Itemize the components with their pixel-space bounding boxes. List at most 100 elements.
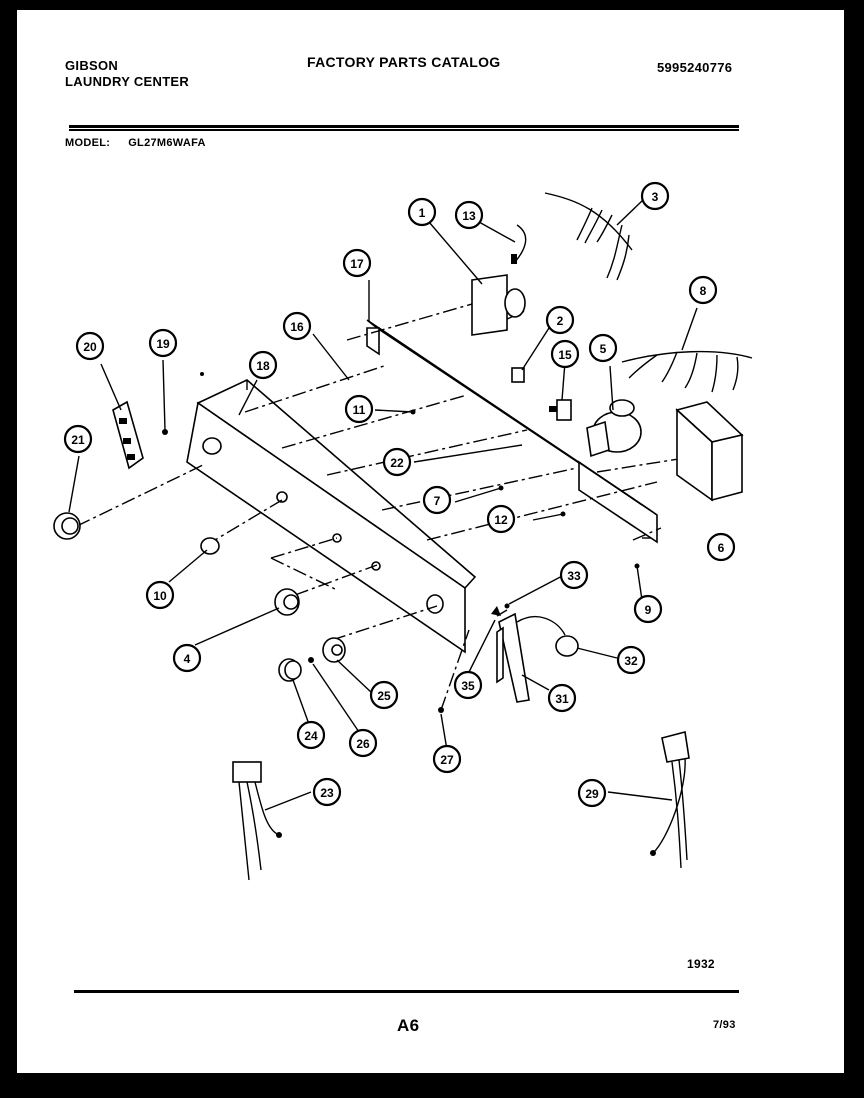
- callout-label: 4: [184, 652, 191, 666]
- callout-label: 3: [652, 190, 659, 204]
- callout-label: 5: [600, 342, 607, 356]
- callout-8: 8: [688, 275, 718, 305]
- callout-label: 33: [567, 569, 581, 583]
- rear-bracket: [366, 319, 658, 544]
- callout-27: 27: [432, 744, 462, 774]
- callout-31: 31: [547, 683, 577, 713]
- callout-5: 5: [588, 333, 618, 363]
- callout-label: 17: [350, 257, 364, 271]
- brand-name: GIBSON: [65, 58, 119, 73]
- revision-date: 7/93: [713, 1019, 736, 1031]
- callout-label: 22: [390, 456, 404, 470]
- diagram-code: 1932: [687, 957, 715, 971]
- product-line: LAUNDRY CENTER: [65, 74, 190, 89]
- model-number: GL27M6WAFA: [128, 137, 206, 149]
- callout-20: 20: [75, 331, 105, 361]
- callout-label: 20: [83, 340, 97, 354]
- callout-2: 2: [545, 305, 575, 335]
- callout-35: 35: [453, 670, 483, 700]
- console-panel: [186, 379, 477, 654]
- callout-26: 26: [348, 728, 378, 758]
- callout-4: 4: [172, 643, 202, 673]
- valve-5: [586, 399, 642, 458]
- callout-label: 24: [304, 729, 318, 743]
- catalog-part-number: 5995240776: [657, 60, 733, 75]
- callout-label: 18: [256, 359, 270, 373]
- switch-15: [549, 399, 572, 421]
- callout-label: 7: [434, 494, 441, 508]
- callout-label: 19: [156, 337, 170, 351]
- catalog-title: FACTORY PARTS CATALOG: [307, 54, 501, 70]
- callout-label: 29: [585, 787, 599, 801]
- callout-21: 21: [63, 424, 93, 454]
- callout-label: 26: [356, 737, 370, 751]
- footer-rule: [74, 990, 739, 993]
- page-label: A6: [397, 1016, 420, 1035]
- screw-top: [200, 372, 204, 376]
- catalog-sheet: GIBSON LAUNDRY CENTER FACTORY PARTS CATA…: [17, 10, 844, 1073]
- knob-10: [200, 537, 220, 555]
- callout-32: 32: [616, 645, 646, 675]
- callout-label: 31: [555, 692, 569, 706]
- exploded-parts-diagram: 1234567891011121315161718192021222324252…: [53, 181, 753, 881]
- callout-label: 13: [462, 209, 476, 223]
- callout-16: 16: [282, 311, 312, 341]
- header-rule: [69, 125, 739, 131]
- callout-label: 23: [320, 786, 334, 800]
- callout-label: 25: [377, 689, 391, 703]
- harness-29: [650, 731, 690, 869]
- callout-22: 22: [382, 447, 412, 477]
- callout-17: 17: [342, 248, 372, 278]
- callout-13: 13: [454, 200, 484, 230]
- callout-group: 1234567891011121315161718192021222324252…: [63, 181, 736, 808]
- knob-24: [278, 658, 302, 682]
- clip-35: [491, 606, 501, 616]
- callout-label: 10: [153, 589, 167, 603]
- knob-4: [274, 588, 300, 616]
- callout-label: 9: [645, 603, 652, 617]
- harness-23: [232, 761, 282, 881]
- callout-3: 3: [640, 181, 670, 211]
- callout-18: 18: [248, 350, 278, 380]
- callout-19: 19: [148, 328, 178, 358]
- callout-23: 23: [312, 777, 342, 807]
- model-line: MODEL: GL27M6WAFA: [65, 137, 206, 149]
- harness-8: [621, 350, 753, 393]
- callout-label: 11: [353, 403, 366, 417]
- callout-10: 10: [145, 580, 175, 610]
- screw-27: [438, 707, 444, 713]
- screw-33: [504, 603, 510, 609]
- callout-label: 1: [419, 206, 426, 220]
- spring-26: [308, 657, 314, 663]
- callout-label: 8: [700, 284, 707, 298]
- leader-lines: [68, 199, 698, 811]
- callout-label: 27: [440, 753, 454, 767]
- assembly-lines: [76, 301, 698, 711]
- callout-15: 15: [550, 339, 580, 369]
- bracket-31: [496, 612, 530, 703]
- callout-1: 1: [407, 197, 437, 227]
- switch-2: [511, 367, 525, 383]
- callout-11: 11: [344, 394, 374, 424]
- callout-label: 6: [718, 541, 725, 555]
- callout-9: 9: [633, 594, 663, 624]
- callout-6: 6: [706, 532, 736, 562]
- bracket-20: [112, 400, 168, 470]
- control-box-6: [675, 401, 744, 502]
- callout-7: 7: [422, 485, 452, 515]
- callout-label: 12: [494, 513, 508, 527]
- sensor-32: [516, 616, 579, 657]
- callout-label: 16: [290, 320, 304, 334]
- callout-label: 35: [461, 679, 475, 693]
- callout-25: 25: [369, 680, 399, 710]
- callout-label: 32: [624, 654, 638, 668]
- knob-21: [53, 512, 81, 540]
- callout-24: 24: [296, 720, 326, 750]
- callout-label: 15: [558, 348, 572, 362]
- callout-29: 29: [577, 778, 607, 808]
- callout-label: 21: [71, 433, 85, 447]
- harness-3: [544, 192, 633, 281]
- model-label: MODEL:: [65, 137, 111, 149]
- harness-13: [511, 224, 527, 264]
- timer-part: [471, 274, 526, 336]
